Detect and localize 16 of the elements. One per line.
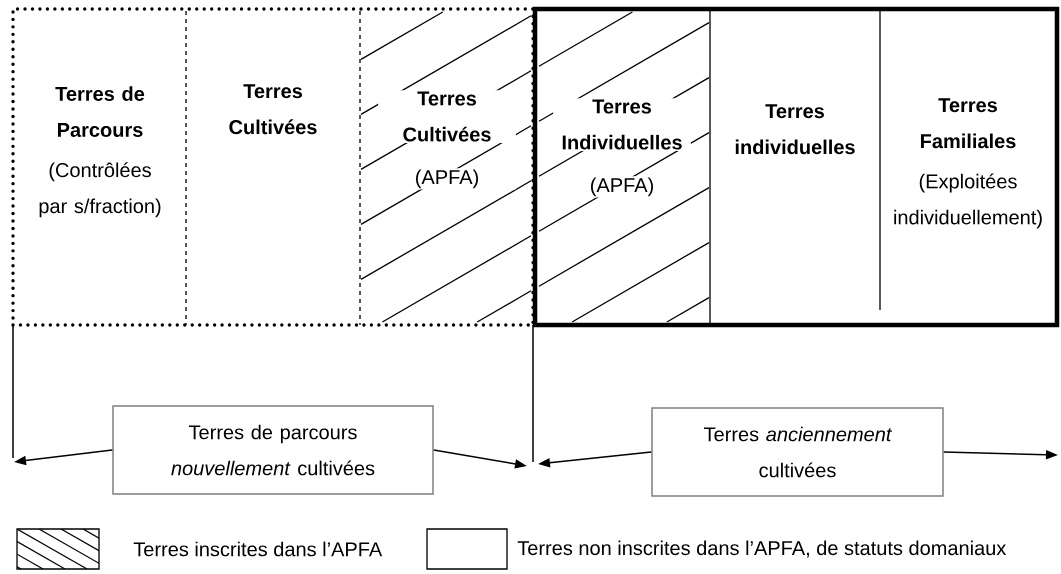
legend-text: Terres inscrites dans l’APFA xyxy=(133,541,383,557)
frame-box xyxy=(11,7,535,327)
table-cell: Terres de Parcours (Contrôlées par s/fraction) xyxy=(39,86,161,218)
label-box: Terres de parcours nouvellement cultivées xyxy=(112,405,434,495)
frame-box xyxy=(532,6,1060,328)
table-cell: Terres Cultivées xyxy=(229,84,317,135)
node-label: (APFA) xyxy=(591,177,653,197)
hatched-cell: Terres Individuelles (APFA) xyxy=(553,98,691,198)
node-label: Terres Cultivées xyxy=(403,91,491,142)
table-cell: Terres individuelles xyxy=(735,104,855,155)
hatched-cell: Terres Cultivées (APFA) xyxy=(378,90,516,190)
node-label: Terres Individuelles xyxy=(562,99,682,150)
legend-text: Terres non inscrites dans l’APFA, de statuts domaniaux xyxy=(517,540,1007,558)
node-label: (APFA) xyxy=(416,169,478,189)
label-box: Terres anciennement cultivées xyxy=(651,407,944,497)
table-cell: Terres Familiales (Exploitées individuellement) xyxy=(894,98,1042,229)
